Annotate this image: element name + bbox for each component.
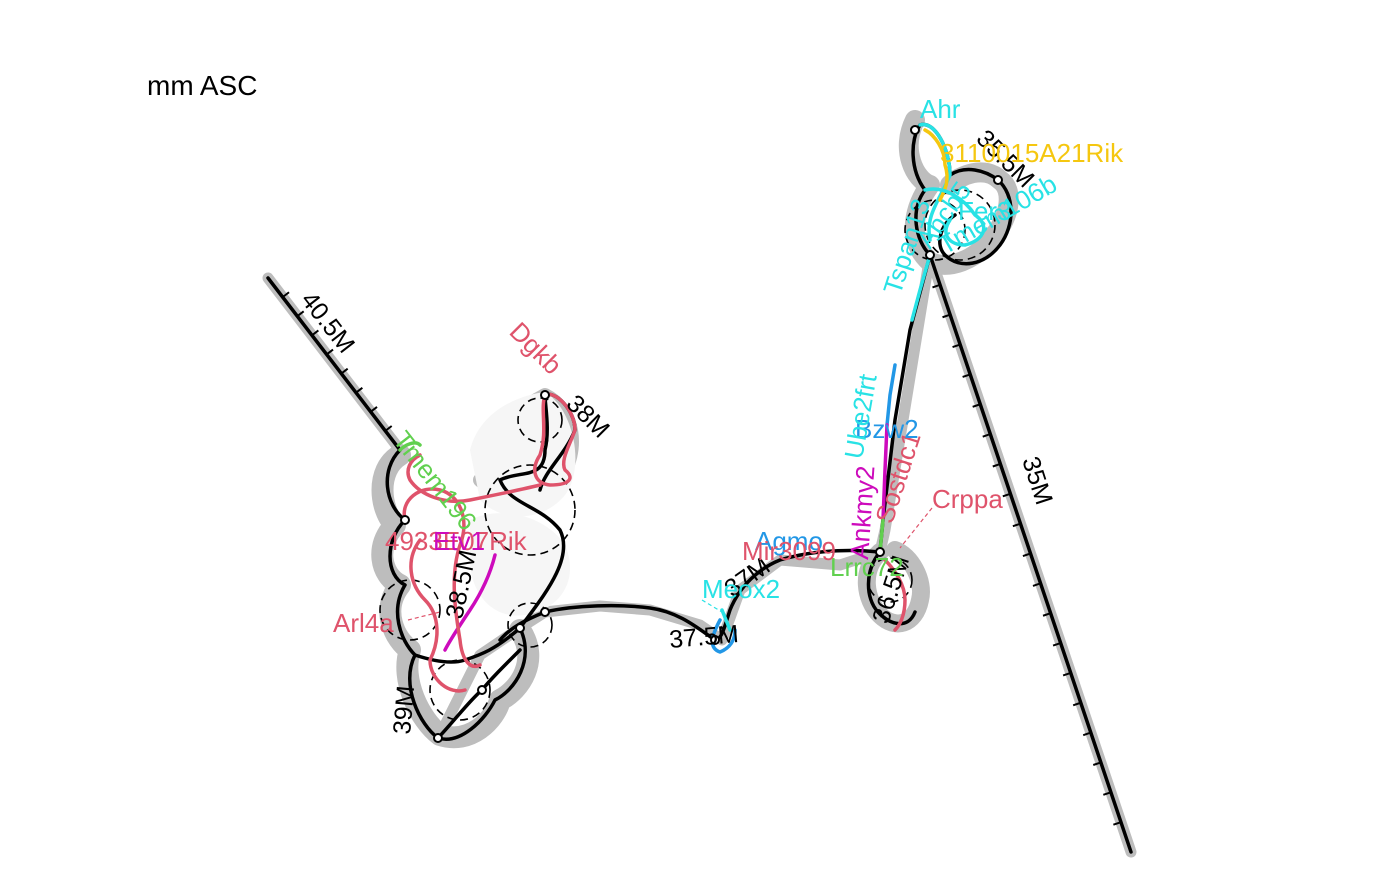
right-track-tick-5 <box>972 403 981 408</box>
leader-arl4a <box>407 611 441 621</box>
node-3 <box>540 607 550 617</box>
leader-crppa <box>899 507 933 549</box>
gene-label-4933e07rik: 4933E07Rik <box>385 526 528 556</box>
right-track-tick-6 <box>982 433 991 438</box>
gene-path-lrrc72 <box>878 518 885 554</box>
right-track-tick-1 <box>932 283 941 289</box>
right-track-tick-12 <box>1042 612 1051 617</box>
dashed-circle-2 <box>924 189 996 261</box>
right-track-tick-18 <box>1102 791 1112 796</box>
left-track-tick-2 <box>296 310 305 318</box>
pos-label-39m: 39M <box>388 685 420 736</box>
gene-path-sostdc1 <box>883 558 907 632</box>
gene-path-arl4a <box>409 538 467 693</box>
node-11 <box>710 635 720 645</box>
gene-label-fer3: Fer3 <box>958 196 1011 226</box>
backbone-mid-cluster <box>866 550 917 626</box>
left-track-tick-4 <box>326 348 334 356</box>
gene-path-cyan-cluster <box>923 187 986 247</box>
gene-path-tmem196 <box>398 441 422 452</box>
gene-path-ankmy2 <box>881 423 889 522</box>
node-4 <box>515 623 525 633</box>
dashed-circle-1 <box>904 199 966 261</box>
plot-title: mm ASC <box>147 70 258 101</box>
right-track-tick-10 <box>1022 552 1031 558</box>
gene-label-3110015a21rik: 3110015A21Rik <box>940 138 1124 168</box>
halo-main-track <box>434 249 1137 858</box>
gene-label-meox2: Meox2 <box>702 574 780 604</box>
node-8 <box>540 390 550 400</box>
node-2 <box>875 547 885 557</box>
left-track-tick-7 <box>370 406 378 413</box>
right-track-tick-17 <box>1092 761 1102 766</box>
gene-path-red-loop <box>402 487 482 668</box>
gene-path-meox2 <box>720 608 732 632</box>
left-track-tick-8 <box>384 425 393 432</box>
nodes <box>400 125 1003 743</box>
dashed-circle-3 <box>517 397 563 443</box>
node-5 <box>433 733 443 743</box>
backbone-right-cluster <box>911 122 1013 266</box>
gene-path-ahr <box>918 122 952 242</box>
right-track-tick-11 <box>1032 582 1041 587</box>
right-track-tick-16 <box>1082 731 1092 737</box>
gene-label-bzw2: Bzw2 <box>855 414 919 444</box>
gene-path-tspan13 <box>910 253 932 322</box>
right-track-tick-15 <box>1072 701 1082 707</box>
gene-path-etv1 <box>443 553 497 652</box>
gene-path-agmo <box>710 618 737 654</box>
right-track-tick-19 <box>1113 821 1122 826</box>
gene-path-dgkb <box>533 392 577 487</box>
gene-paths <box>398 122 986 693</box>
left-track-tick-1 <box>282 291 290 298</box>
gene-label-crppa: Crppa <box>932 484 1003 514</box>
node-6 <box>477 685 487 695</box>
leader-meox2 <box>701 599 723 613</box>
node-7 <box>400 515 410 525</box>
gene-label-agmo: Agmo <box>755 526 823 556</box>
dashed-circles <box>379 189 996 721</box>
right-track-tick-9 <box>1012 522 1021 528</box>
gene-path-4933e07rik <box>406 453 542 503</box>
left-track-tick-5 <box>340 367 349 375</box>
node-9 <box>910 125 920 135</box>
tick-marks <box>282 283 1122 826</box>
right-track-tick-7 <box>992 463 1001 468</box>
right-track-tick-13 <box>1052 642 1061 647</box>
pos-label-35m: 35M <box>1016 453 1058 508</box>
dashed-circle-8 <box>429 659 491 721</box>
gene-label-arl4a: Arl4a <box>333 608 394 638</box>
left-track-tick-3 <box>311 329 319 337</box>
backbone-left-arm <box>266 276 402 452</box>
right-track-tick-3 <box>952 343 961 349</box>
dashed-circle-6 <box>379 579 441 641</box>
node-10 <box>993 175 1003 185</box>
dashed-circle-5 <box>507 602 553 648</box>
leader-lines <box>407 507 933 621</box>
right-track-tick-14 <box>1062 671 1072 677</box>
right-track-tick-4 <box>962 373 971 378</box>
pos-label-37-5m: 37.5M <box>668 620 740 654</box>
dashed-circle-4 <box>484 464 576 556</box>
node-1 <box>925 250 935 260</box>
gene-label-ahr: Ahr <box>920 94 961 124</box>
gene-label-ankmy2: Ankmy2 <box>844 465 880 561</box>
gene-path-bzw2 <box>885 363 897 427</box>
right-track-tick-8 <box>1002 492 1011 498</box>
left-track-tick-6 <box>355 387 363 394</box>
gene-label-mir3099: Mir3099 <box>742 536 836 566</box>
gene-label-lrrc72: Lrrc72 <box>830 552 904 582</box>
gene-label-dgkb: Dgkb <box>504 316 568 380</box>
right-track-tick-2 <box>942 313 951 319</box>
gene-label-etv1: Etv1 <box>433 526 485 556</box>
